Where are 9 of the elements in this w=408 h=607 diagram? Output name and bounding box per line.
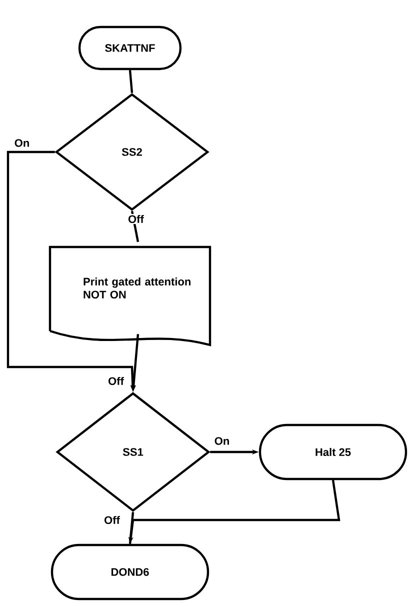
terminal-box: Halt 25: [258, 424, 408, 480]
edge-label: Off: [107, 376, 125, 386]
document-box: Print gated attention NOT ON: [48, 246, 212, 346]
edge-label: On: [213, 436, 231, 446]
edge-label: On: [13, 138, 31, 148]
edge-label: Off: [127, 214, 145, 224]
terminal-box: DOND6: [50, 544, 210, 600]
edge-label: Off: [103, 514, 121, 526]
terminal-box: SKATTNF: [78, 26, 182, 70]
